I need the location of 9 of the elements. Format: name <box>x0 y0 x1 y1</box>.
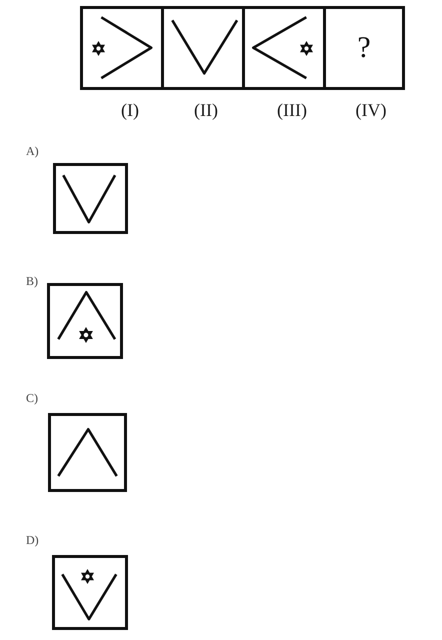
option-letter: D) <box>26 534 39 546</box>
figure-numeral: (III) <box>277 101 307 119</box>
option-letter: A) <box>26 145 39 157</box>
figure-numeral: (II) <box>194 101 218 119</box>
question-mark: ? <box>357 33 371 63</box>
figure-numeral: (IV) <box>356 101 386 119</box>
option-letter: B) <box>26 275 38 287</box>
option-letter: C) <box>26 392 38 404</box>
figure-numeral: (I) <box>121 101 139 119</box>
